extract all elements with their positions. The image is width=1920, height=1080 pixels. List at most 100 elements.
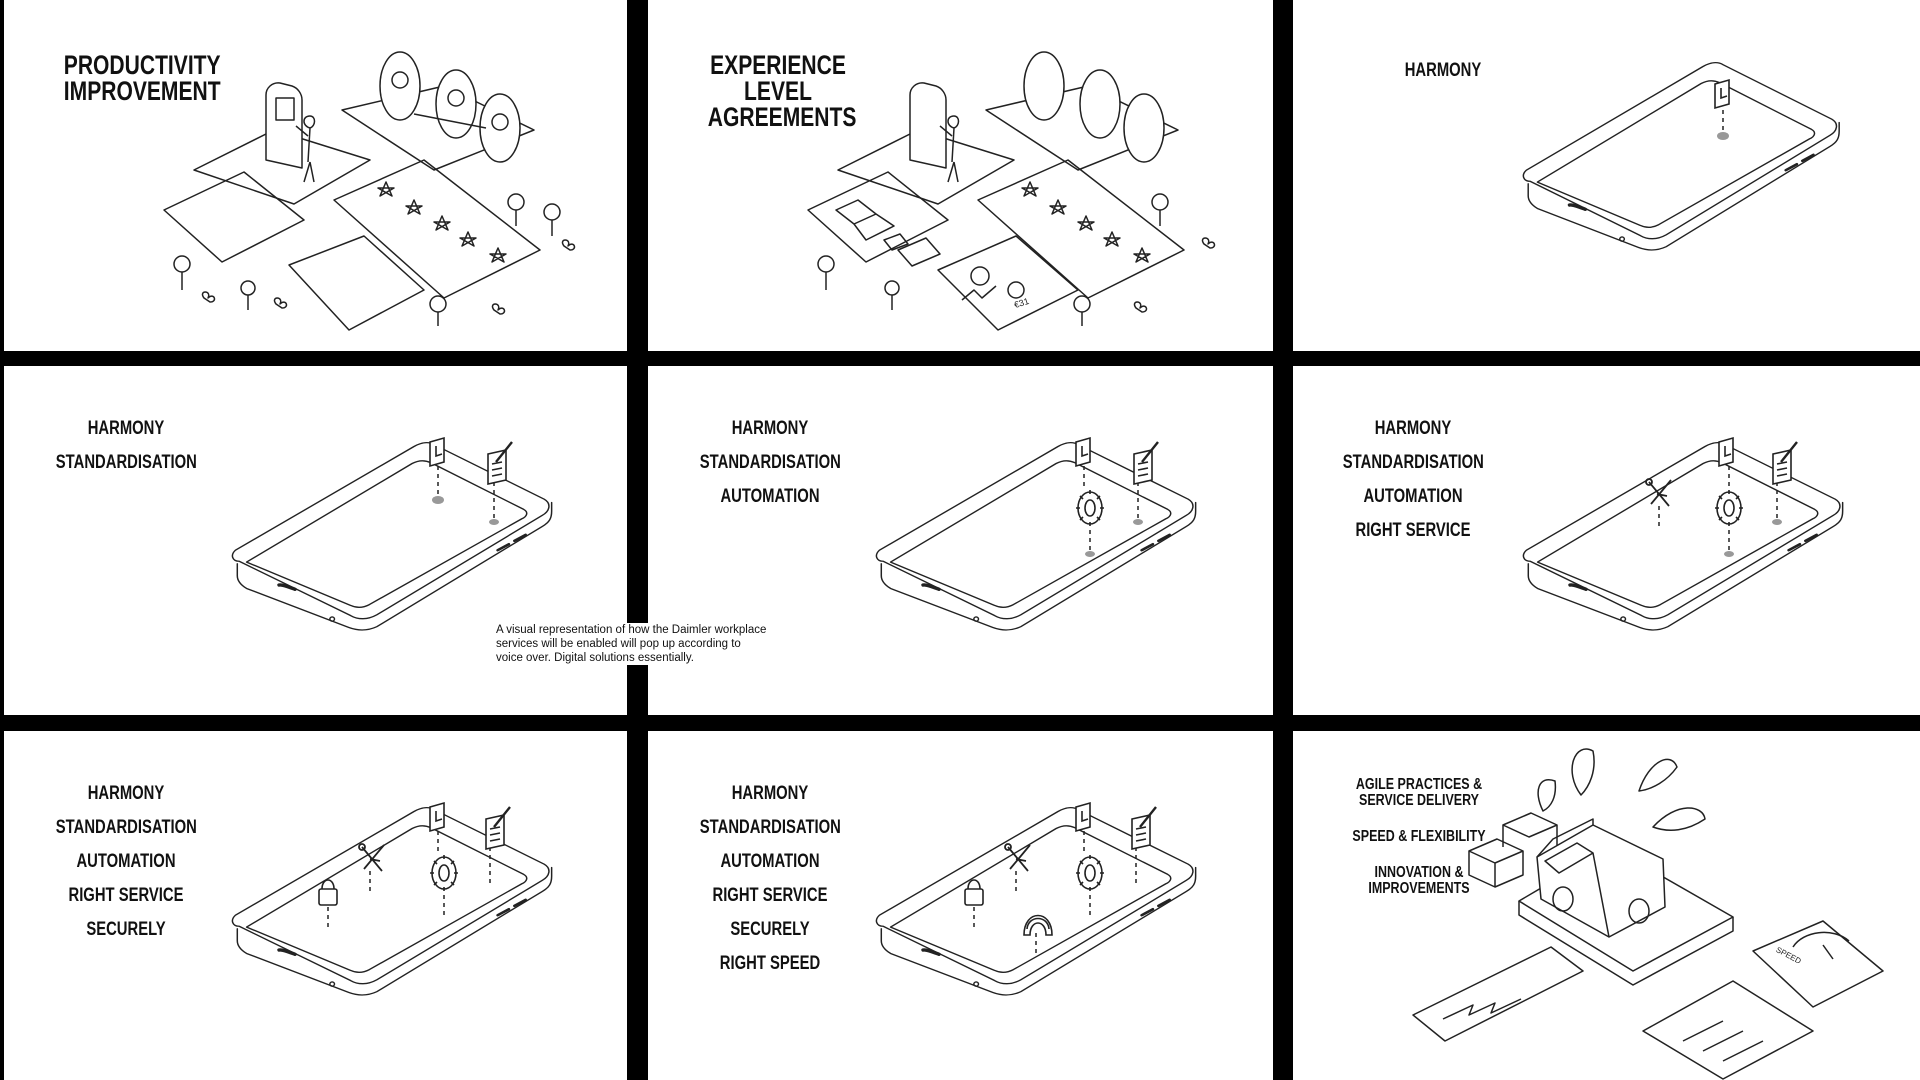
speedometer-tile <box>1753 921 1883 1007</box>
workplace-sketch <box>4 0 627 351</box>
phone-sketch <box>1521 437 1845 632</box>
floor-tile <box>978 160 1184 298</box>
trees <box>818 194 1214 326</box>
panel-agile-delivery: AGILE PRACTICES & SERVICE DELIVERY SPEED… <box>1293 731 1920 1080</box>
floor-tile <box>289 236 424 330</box>
panel-title: EXPERIENCE LEVEL AGREEMENTS <box>707 50 857 132</box>
phone-sketch <box>874 802 1198 997</box>
caption-line: services will be enabled will pop up acc… <box>496 638 741 650</box>
title-line: STANDARDISATION <box>55 817 197 838</box>
tablet-device <box>898 238 940 266</box>
display-panel <box>266 83 302 168</box>
panel-title: AGILE PRACTICES & SERVICE DELIVERY SPEED… <box>1349 777 1489 897</box>
title-line: RIGHT SERVICE <box>712 885 828 906</box>
road-arrows-tile <box>1643 981 1813 1079</box>
title-line: LEVEL <box>744 76 812 106</box>
avatar-circle <box>380 52 420 120</box>
floor-tile <box>938 236 1078 330</box>
title-line: AUTOMATION <box>76 851 176 872</box>
phone-sketch <box>230 437 554 632</box>
title-line: AGREEMENTS <box>707 102 857 132</box>
title-line: STANDARDISATION <box>699 817 841 838</box>
harmony-book-icon <box>1714 79 1730 109</box>
floor-tile <box>838 130 1014 204</box>
workplace-devices-sketch <box>648 0 1273 351</box>
title-line: RIGHT SERVICE <box>68 885 184 906</box>
panel-title: HARMONY STANDARDISATION AUTOMATION <box>699 412 841 514</box>
panel-title: PRODUCTIVITY IMPROVEMENT <box>63 50 221 106</box>
title-line: EXPERIENCE <box>710 50 846 80</box>
analytics-notes <box>962 267 1024 300</box>
panel-title: HARMONY STANDARDISATION AUTOMATION RIGHT… <box>699 777 841 981</box>
title-line: IMPROVEMENT <box>63 76 221 106</box>
title-line: HARMONY <box>731 783 809 804</box>
harmony-book-icon <box>1718 437 1734 467</box>
title-line: STANDARDISATION <box>1342 452 1484 473</box>
phone-device <box>884 234 908 250</box>
floor-tile <box>808 172 948 262</box>
rating-stars <box>1022 182 1150 262</box>
title-line: AUTOMATION <box>720 851 820 872</box>
floor-tile <box>194 130 370 204</box>
caption-line: voice over. Digital solutions essentiall… <box>496 652 694 664</box>
trees <box>174 194 574 326</box>
title-line: PRODUCTIVITY <box>63 50 221 80</box>
title-line: HARMONY <box>87 783 165 804</box>
phone-sketch <box>230 802 554 997</box>
phone-sketch <box>1521 60 1842 252</box>
phone-sketch <box>874 437 1198 632</box>
avatar-circle <box>1080 70 1120 138</box>
avatar-circle <box>436 70 476 138</box>
panel-right-speed: HARMONY STANDARDISATION AUTOMATION RIGHT… <box>648 731 1273 1080</box>
title-line: IMPROVEMENTS <box>1368 880 1470 897</box>
panel-title: HARMONY <box>1373 54 1513 88</box>
harmony-book-icon <box>429 437 445 467</box>
title-line: AUTOMATION <box>720 486 820 507</box>
title-line: STANDARDISATION <box>699 452 841 473</box>
title-line: HARMONY <box>87 418 165 439</box>
panel-right-service: HARMONY STANDARDISATION AUTOMATION RIGHT… <box>1293 366 1920 715</box>
boxes <box>1469 813 1557 887</box>
checklist-icon <box>484 805 512 851</box>
title-line: AGILE PRACTICES & <box>1355 776 1483 793</box>
checklist-icon <box>1771 440 1799 486</box>
floor-tile <box>164 172 304 262</box>
title-line: HARMONY <box>1404 60 1482 81</box>
leaves <box>1538 749 1705 830</box>
rating-stars <box>378 182 506 262</box>
checklist-icon <box>1130 805 1158 851</box>
title-line: AUTOMATION <box>1363 486 1463 507</box>
title-line: HARMONY <box>731 418 809 439</box>
title-line: INNOVATION & <box>1374 864 1464 881</box>
title-line: SERVICE DELIVERY <box>1359 792 1479 809</box>
panel-title: HARMONY STANDARDISATION AUTOMATION RIGHT… <box>1342 412 1484 548</box>
person-figure <box>940 116 959 182</box>
display-panel <box>910 83 946 168</box>
road-arrow <box>1413 947 1583 1041</box>
avatar-circle <box>1024 52 1064 120</box>
title-line: STANDARDISATION <box>55 452 197 473</box>
checklist-icon <box>1132 440 1160 486</box>
harmony-book-icon <box>429 802 445 832</box>
avatar-circle <box>1124 94 1164 162</box>
panel-title: HARMONY STANDARDISATION <box>55 412 197 480</box>
caption-line: A visual representation of how the Daiml… <box>496 624 767 636</box>
panel-securely: HARMONY STANDARDISATION AUTOMATION RIGHT… <box>4 731 627 1080</box>
caption-note: A visual representation of how the Daiml… <box>496 623 836 665</box>
harmony-book-icon <box>1075 437 1091 467</box>
title-line: SECURELY <box>730 919 810 940</box>
title-line: RIGHT SERVICE <box>1355 520 1471 541</box>
floor-tile <box>334 160 540 298</box>
title-line: SPEED & FLEXIBILITY <box>1352 828 1486 845</box>
laptop-device <box>836 200 894 240</box>
person-figure <box>296 116 315 182</box>
delivery-van-sketch <box>1293 731 1920 1080</box>
title-line: RIGHT SPEED <box>719 953 821 974</box>
panel-harmony: HARMONY <box>1293 0 1920 351</box>
panel-productivity-improvement: PRODUCTIVITY IMPROVEMENT <box>4 0 627 351</box>
panel-title: HARMONY STANDARDISATION AUTOMATION RIGHT… <box>55 777 197 947</box>
harmony-book-icon <box>1075 802 1091 832</box>
panel-experience-level-agreements: EXPERIENCE LEVEL AGREEMENTS <box>648 0 1273 351</box>
title-line: HARMONY <box>1374 418 1452 439</box>
title-line: SECURELY <box>86 919 166 940</box>
